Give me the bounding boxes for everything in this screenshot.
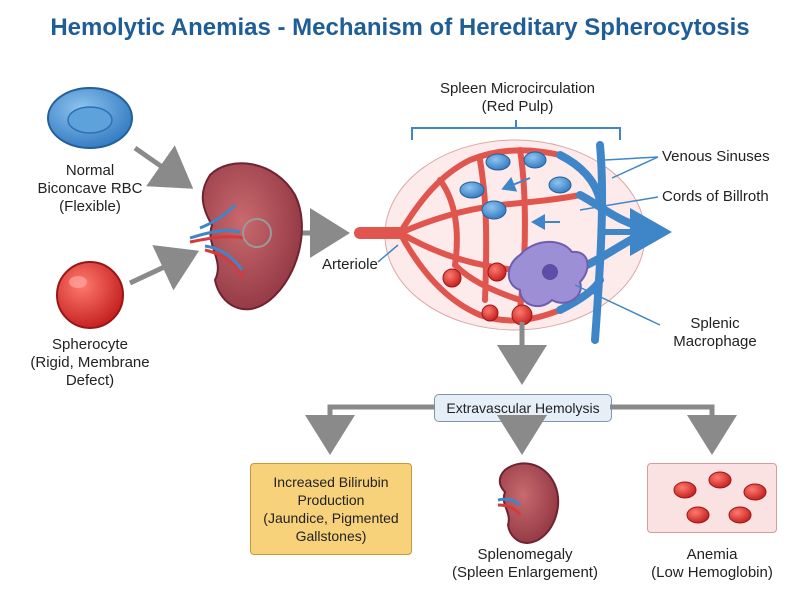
rbc-to-spleen-arrows	[128, 145, 350, 291]
venous-sinuses-label: Venous Sinuses	[662, 148, 770, 165]
spleen-microcirculation-label: Spleen Microcirculation (Red Pulp)	[439, 80, 596, 115]
macrophage-label: Splenic Macrophage	[673, 315, 757, 350]
spleen-icon	[189, 162, 303, 311]
hemolysis-arrows	[305, 322, 737, 455]
spleen-microcirculation-icon	[354, 120, 672, 344]
page-title: Hemolytic Anemias - Mechanism of Heredit…	[50, 14, 750, 41]
arteriole-label: Arteriole	[322, 256, 378, 273]
splenomegaly-label: Splenomegaly (Spleen Enlargement)	[452, 546, 598, 581]
spherocyte-icon	[56, 261, 124, 329]
splenomegaly-icon	[497, 462, 560, 544]
leader-lines	[377, 156, 661, 326]
bilirubin-box: Increased Bilirubin Production (Jaundice…	[250, 463, 412, 555]
anemia-box	[647, 463, 777, 533]
normal-rbc-label: Normal Biconcave RBC (Flexible)	[37, 162, 143, 215]
cords-of-billroth-label: Cords of Billroth	[662, 188, 769, 205]
anemia-label: Anemia (Low Hemoglobin)	[651, 546, 773, 581]
normal-rbc-icon	[47, 87, 133, 149]
spherocyte-label: Spherocyte (Rigid, Membrane Defect)	[30, 336, 150, 389]
extravascular-hemolysis-box: Extravascular Hemolysis	[434, 394, 612, 422]
